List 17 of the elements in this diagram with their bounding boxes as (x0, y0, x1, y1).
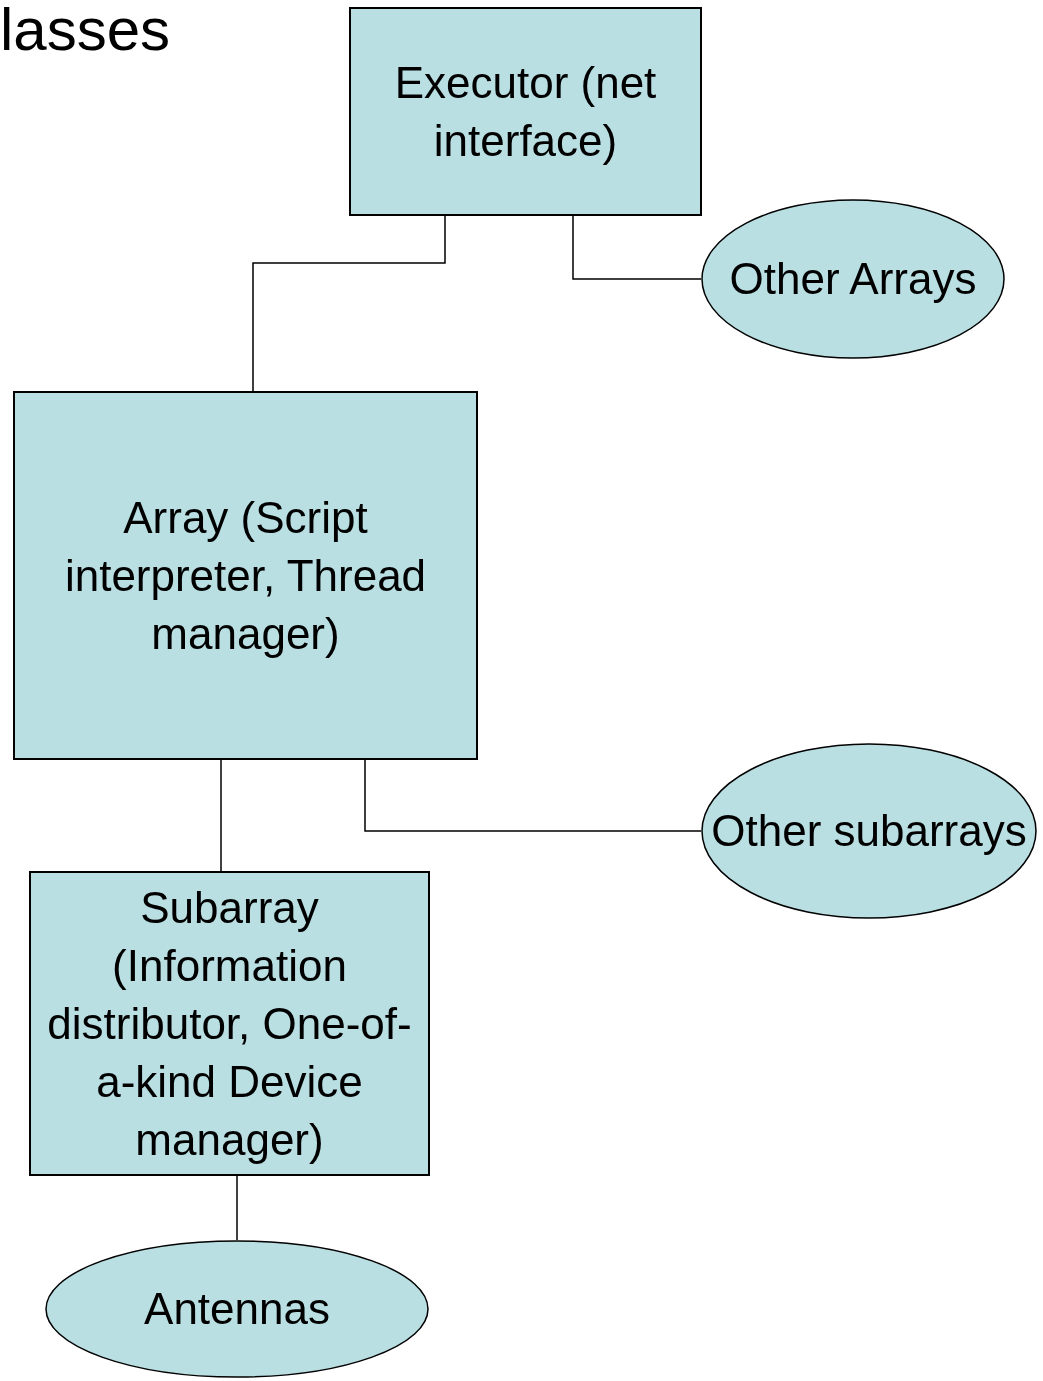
node-label: Array (Script interpreter, Thread manager) (63, 491, 428, 660)
connector-line (236, 1175, 238, 1241)
connector-line (572, 215, 702, 280)
oval-node (701, 743, 1037, 919)
oval-node (701, 199, 1005, 359)
class-box (13, 391, 478, 760)
class-box (349, 7, 702, 216)
heading-fragment: lasses (0, 0, 171, 60)
connector-line (364, 759, 702, 832)
oval-node (45, 1240, 429, 1378)
node-label: Executor (net interface) (393, 56, 658, 167)
node-label: Other subarrays (710, 805, 1028, 857)
connector-line (252, 215, 446, 392)
connector-line (220, 759, 222, 872)
node-label: Antennas (143, 1283, 331, 1335)
node-label: Subarray (Information distributor, One-of-a-kind Device manager) (46, 881, 413, 1166)
node-label: Other Arrays (728, 253, 978, 305)
